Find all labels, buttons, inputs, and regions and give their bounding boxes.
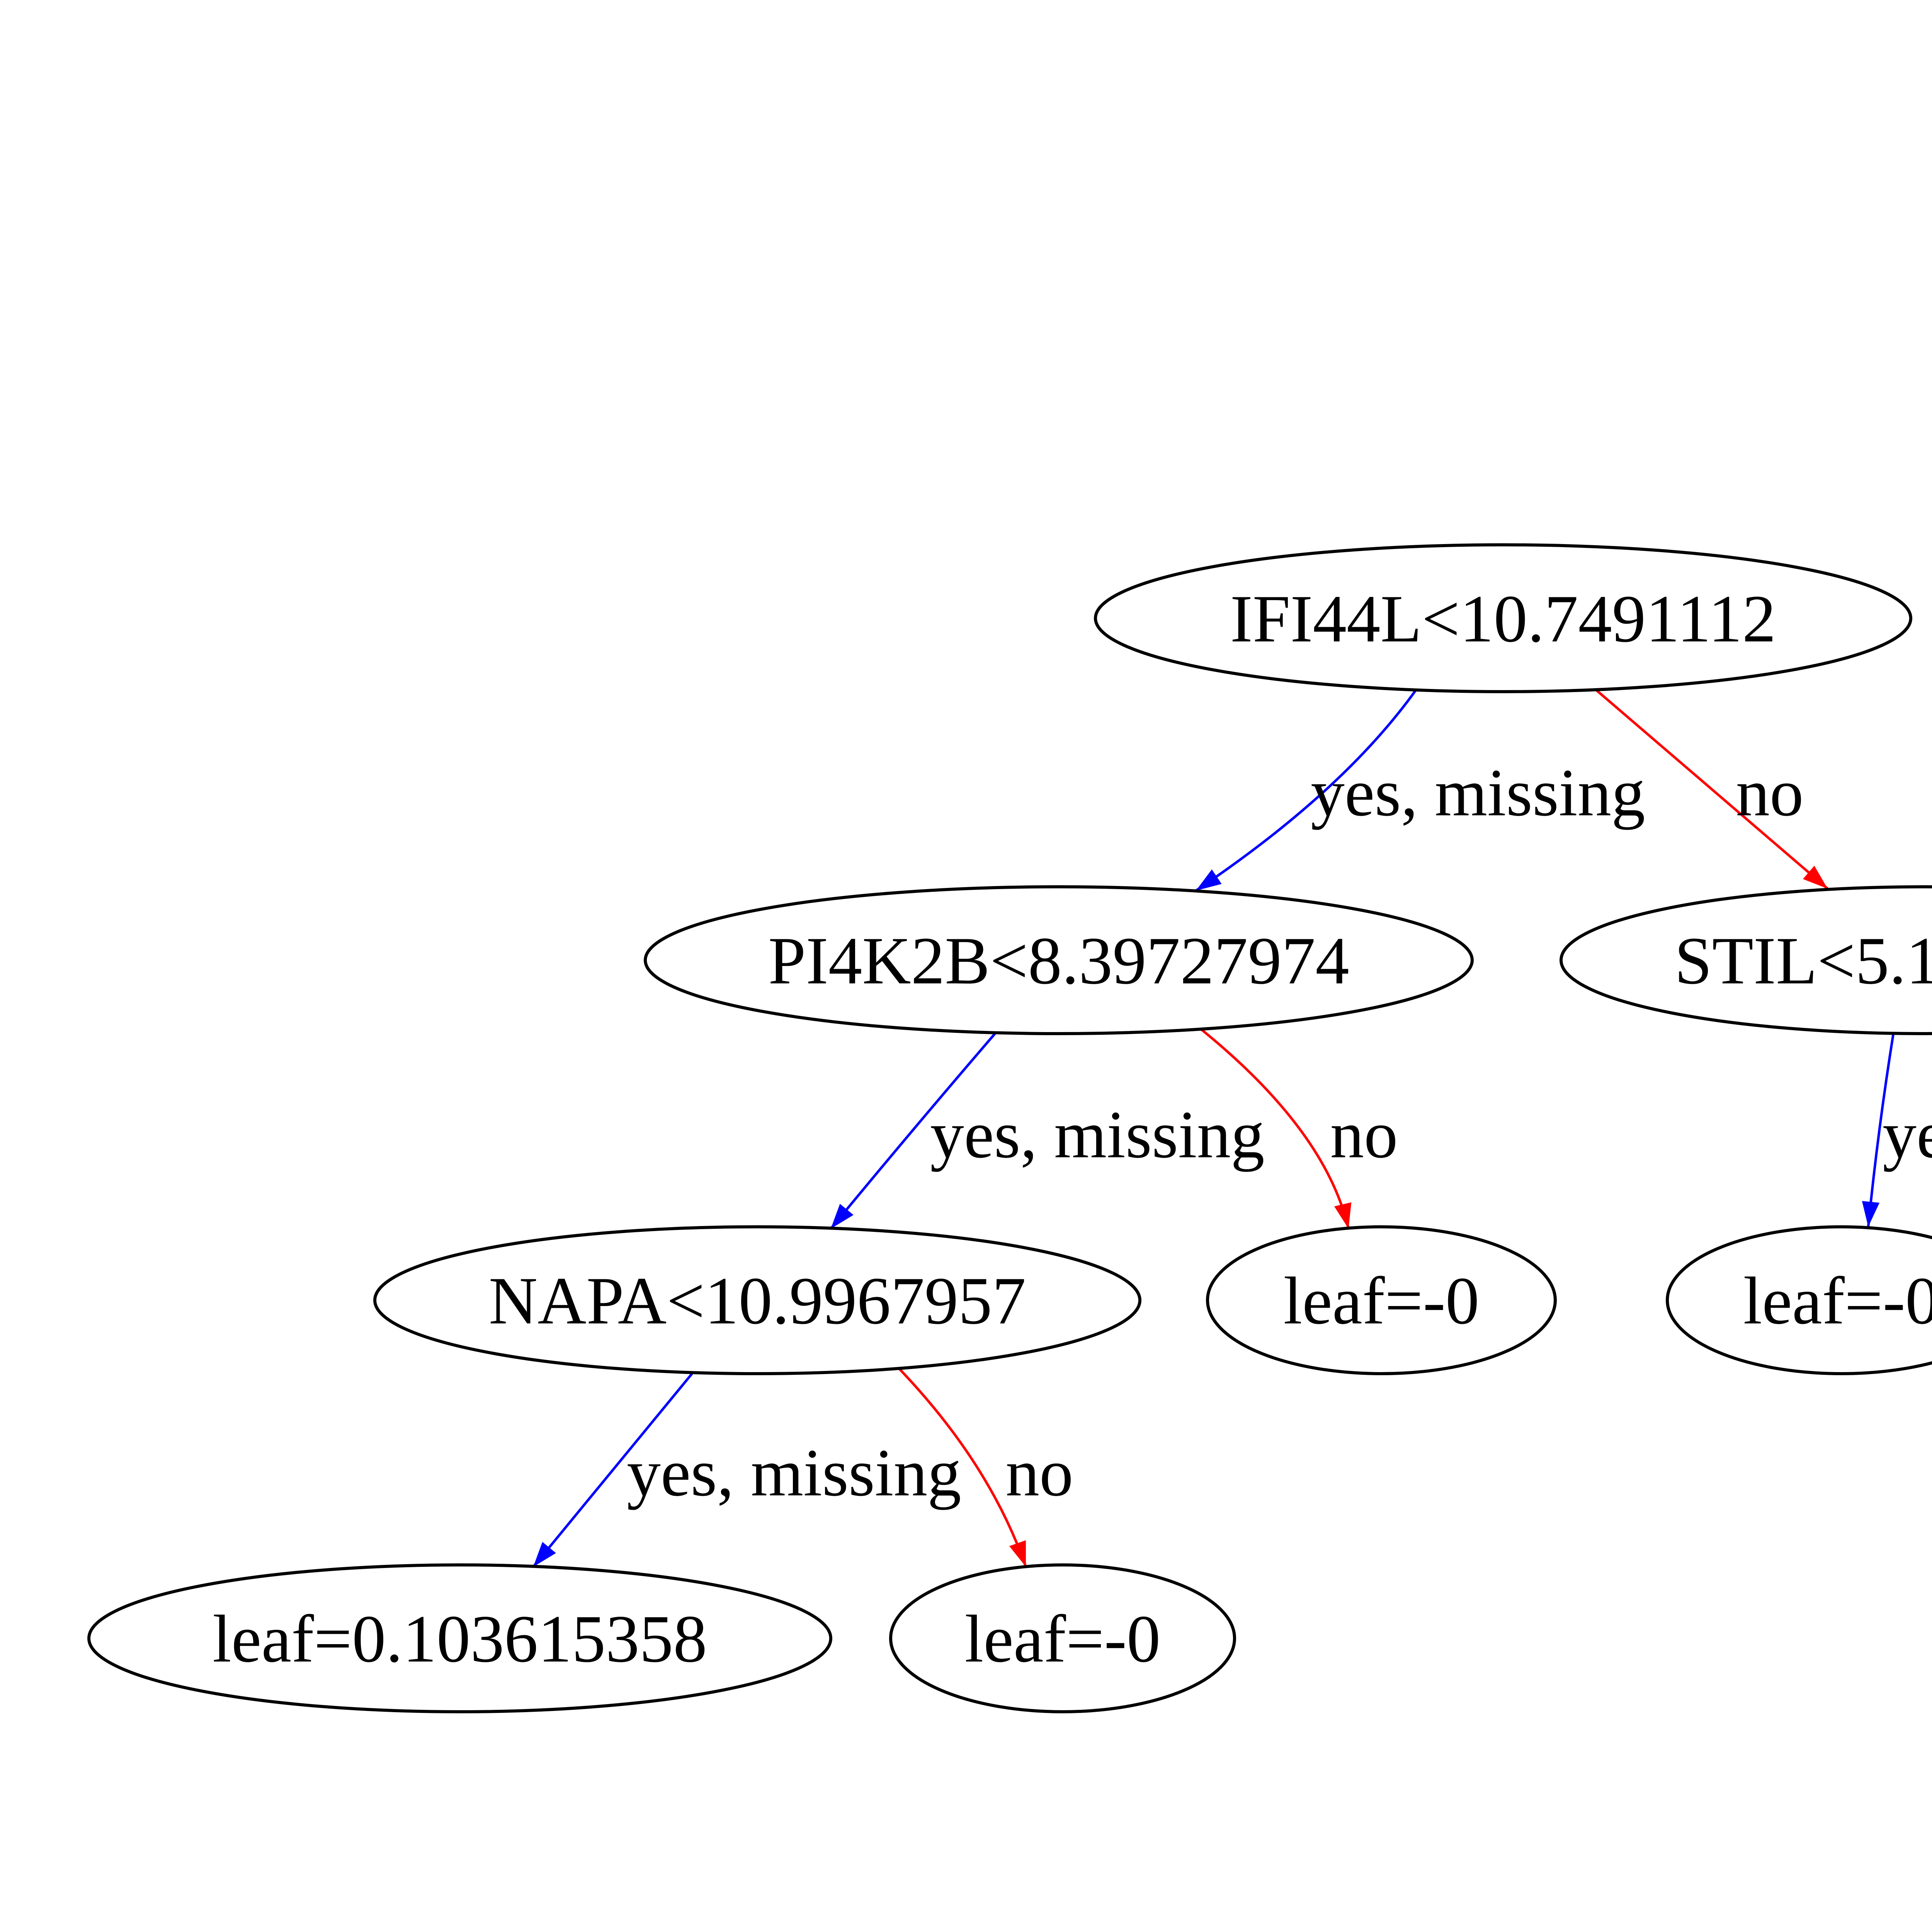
tree-nodes: IFI44L<10.7491112 PI4K2B<8.39727974 STIL… [87,543,1932,1713]
edge-stil-to-leaf-yes [1862,1033,1895,1227]
edge-root-to-pi4k2b [1195,689,1417,892]
tree-node-leaf-napa-no: leaf=-0 [889,1563,1236,1713]
tree-node-leaf-pi4k2b-no: leaf=-0 [1206,1225,1557,1375]
tree-node-leaf-stil-yes: leaf=-0 [1666,1225,1932,1375]
edge-label-pi4k2b-no: no [1330,1097,1398,1172]
node-ellipse-root [1094,543,1912,693]
node-label-pi4k2b: PI4K2B<8.39727974 [768,923,1349,998]
tree-node-napa: NAPA<10.9967957 [373,1225,1141,1375]
edge-label-pi4k2b-yes: yes, missing [930,1097,1264,1172]
node-label-leaf-stil-yes: leaf=-0 [1743,1263,1932,1338]
node-ellipse-napa [373,1225,1141,1375]
tree-node-root: IFI44L<10.7491112 [1094,543,1912,693]
node-label-napa: NAPA<10.9967957 [489,1263,1026,1338]
node-label-root: IFI44L<10.7491112 [1230,581,1776,656]
edge-label-napa-no: no [1006,1435,1073,1510]
node-label-leaf-napa-yes: leaf=0.103615358 [213,1601,707,1676]
node-ellipse-stil [1560,885,1932,1035]
edge-napa-to-leaf-no [897,1367,1027,1568]
node-label-leaf-pi4k2b-no: leaf=-0 [1284,1263,1480,1338]
tree-edges [532,689,1895,1568]
tree-node-stil: STIL<5.19995117 [1560,885,1932,1035]
node-ellipse-leaf-stil-yes [1666,1225,1932,1375]
node-ellipse-leaf-napa-yes [87,1563,832,1713]
edge-label-root-yes: yes, missing [1311,755,1645,830]
edge-label-stil-yes: yes, missing [1883,1097,1932,1172]
node-label-stil: STIL<5.19995117 [1675,923,1932,998]
edge-pi4k2b-to-leaf [1201,1029,1352,1229]
node-ellipse-leaf-pi4k2b-no [1206,1225,1557,1375]
node-label-leaf-napa-no: leaf=-0 [965,1601,1161,1676]
node-ellipse-leaf-napa-no [889,1563,1236,1713]
edge-label-root-no: no [1736,755,1804,830]
tree-node-pi4k2b: PI4K2B<8.39727974 [644,885,1474,1035]
edge-root-to-stil [1595,689,1829,890]
node-ellipse-pi4k2b [644,885,1474,1035]
edge-pi4k2b-to-napa [830,1032,996,1230]
tree-node-leaf-napa-yes: leaf=0.103615358 [87,1563,832,1713]
edge-label-napa-yes: yes, missing [627,1435,961,1510]
tree-edge-labels: yes, missing no yes, missing no yes, mis… [627,755,1932,1510]
edge-napa-to-leaf-yes [532,1371,695,1568]
